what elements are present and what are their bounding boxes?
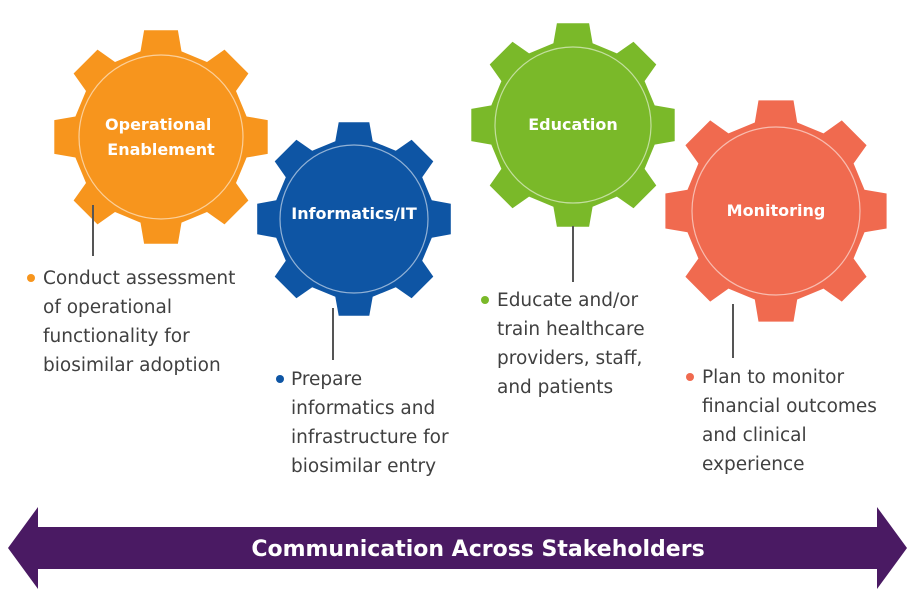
gear-label-line: Informatics/IT bbox=[291, 204, 417, 223]
bullet-block-monitoring: Plan to monitor financial outcomes and c… bbox=[686, 367, 883, 475]
bullet-text-monitoring: Plan to monitor financial outcomes and c… bbox=[702, 367, 883, 475]
communication-banner: Communication Across Stakeholders bbox=[8, 507, 907, 589]
gear-monitoring: Monitoring bbox=[665, 100, 887, 322]
bullet-line: Plan to monitor bbox=[702, 367, 844, 388]
bullet-line: Conduct assessment bbox=[43, 268, 235, 289]
bullet-block-education: Educate and/or train healthcare provider… bbox=[481, 290, 650, 398]
bullet-text-informatics: Prepare informatics and infrastructure f… bbox=[291, 369, 454, 477]
banner-label: Communication Across Stakeholders bbox=[251, 537, 704, 562]
gear-informatics-it: Informatics/IT bbox=[257, 122, 451, 316]
gear-operational-enablement: Operational Enablement bbox=[54, 30, 268, 244]
gear-label-line: Education bbox=[528, 115, 618, 134]
gear-informatics-ring bbox=[279, 144, 429, 294]
gear-label-informatics: Informatics/IT bbox=[291, 204, 417, 223]
gear-education-shape bbox=[471, 23, 675, 227]
bullet-text-operational: Conduct assessment of operational functi… bbox=[43, 268, 241, 376]
bullet-dot-education bbox=[481, 296, 489, 304]
bullet-text-education: Educate and/or train healthcare provider… bbox=[497, 290, 650, 398]
bullet-dot-monitoring bbox=[686, 373, 694, 381]
bullet-line: providers, staff, bbox=[497, 348, 642, 369]
gear-monitoring-ring bbox=[691, 126, 861, 296]
gear-label-monitoring: Monitoring bbox=[727, 201, 826, 220]
gear-informatics-shape bbox=[257, 122, 451, 316]
gear-education: Education bbox=[471, 23, 675, 227]
gear-education-ring bbox=[494, 46, 652, 204]
gear-label-line: Operational bbox=[105, 115, 211, 134]
bullet-line: experience bbox=[702, 454, 805, 475]
bullet-line: and patients bbox=[497, 377, 613, 398]
bullet-block-informatics: Prepare informatics and infrastructure f… bbox=[276, 369, 454, 477]
bullet-block-operational: Conduct assessment of operational functi… bbox=[27, 268, 241, 376]
bullet-line: functionality for bbox=[43, 326, 190, 347]
bullet-dot-informatics bbox=[276, 375, 284, 383]
bullet-line: financial outcomes bbox=[702, 396, 877, 417]
bullet-line: infrastructure for bbox=[291, 427, 449, 448]
gear-label-operational: Operational Enablement bbox=[105, 115, 217, 159]
bullet-line: train healthcare bbox=[497, 319, 645, 340]
bullet-line: informatics and bbox=[291, 398, 435, 419]
bullet-line: biosimilar adoption bbox=[43, 355, 221, 376]
bullet-line: of operational bbox=[43, 297, 172, 318]
gear-label-line: Monitoring bbox=[727, 201, 826, 220]
bullet-dot-operational bbox=[27, 274, 35, 282]
gear-label-line: Enablement bbox=[107, 140, 215, 159]
bullet-line: Prepare bbox=[291, 369, 362, 390]
bullet-line: and clinical bbox=[702, 425, 807, 446]
gear-monitoring-shape bbox=[665, 100, 887, 322]
bullet-line: biosimilar entry bbox=[291, 456, 436, 477]
bullet-line: Educate and/or bbox=[497, 290, 639, 311]
gear-operational-shape bbox=[54, 30, 268, 244]
gear-operational-ring bbox=[78, 54, 244, 220]
double-arrow-shape bbox=[8, 507, 907, 589]
gear-label-education: Education bbox=[528, 115, 618, 134]
